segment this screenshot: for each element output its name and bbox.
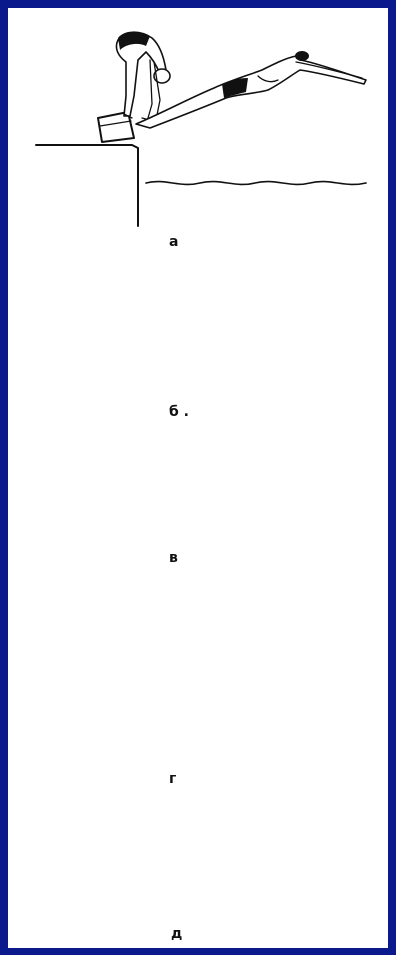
swimmer-start-dive-icon (36, 32, 366, 226)
stage-g-label: г (169, 771, 176, 787)
stage-a-label: а (169, 234, 178, 250)
swim-start-diagram (8, 8, 388, 948)
stage-d-label: д (171, 926, 182, 942)
figure-panel: а б . в г д (8, 8, 388, 948)
stage-v-label: в (169, 550, 178, 566)
stage-b-label: б . (169, 404, 189, 420)
